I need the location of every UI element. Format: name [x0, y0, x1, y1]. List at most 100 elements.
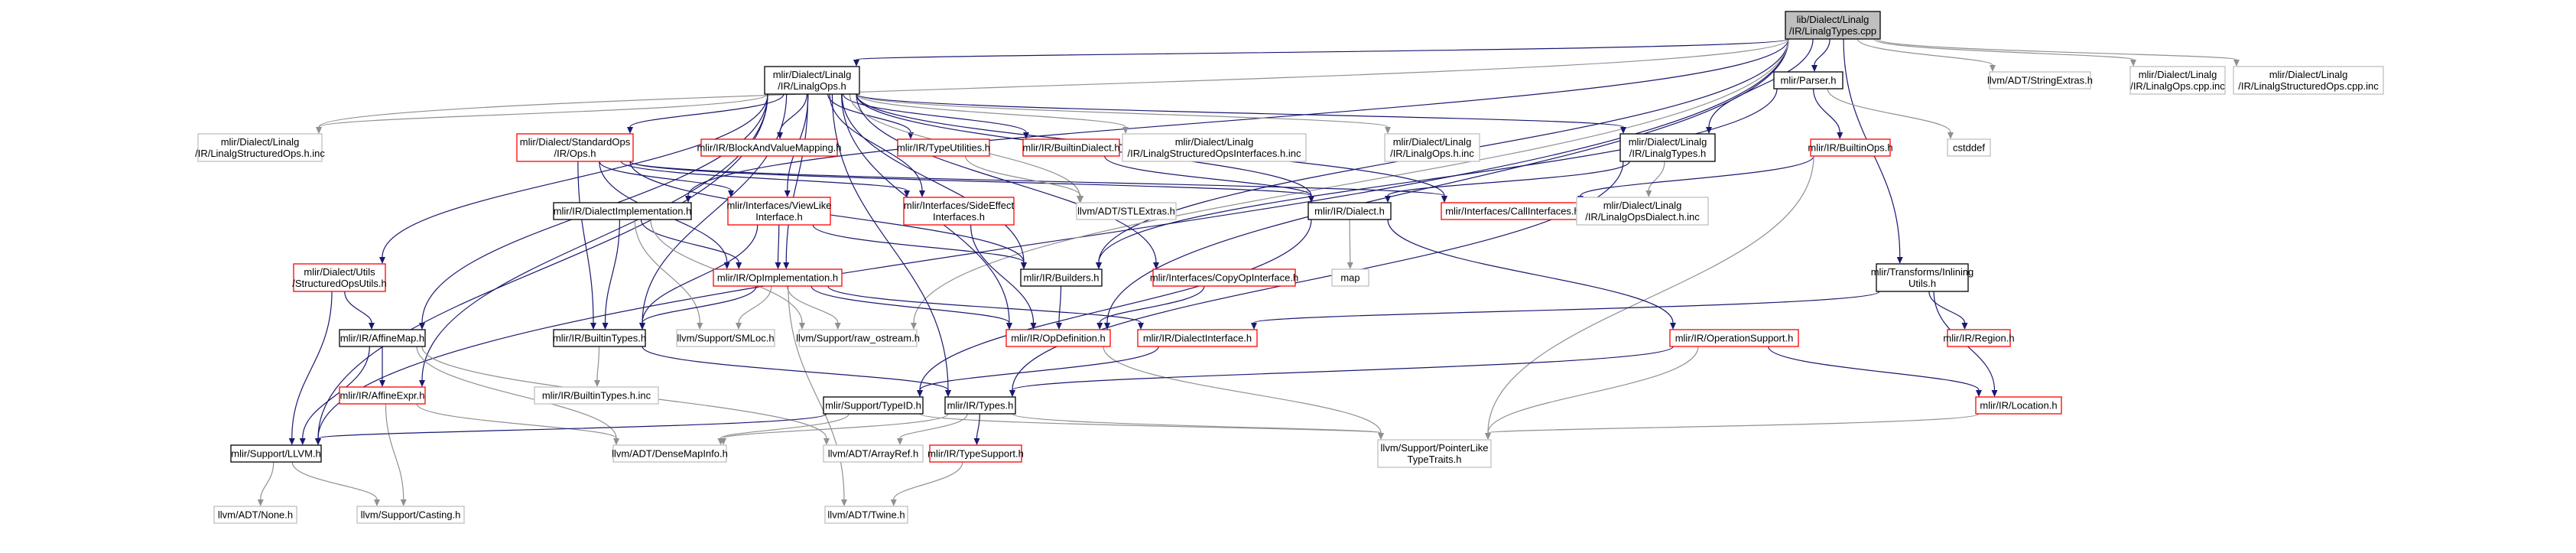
- node-label: cstddef: [1953, 142, 1985, 154]
- edge-arrowhead: [775, 262, 781, 269]
- edge-line: [856, 38, 1789, 60]
- node-typesupport[interactable]: mlir/IR/TypeSupport.h: [927, 444, 1024, 463]
- edge-arrowhead: [1976, 390, 1982, 397]
- edge-arrowhead: [2130, 60, 2136, 67]
- edge-arrowhead: [1251, 323, 1257, 330]
- node-label: llvm/Support/PointerLike: [1381, 442, 1489, 454]
- node-parser-h[interactable]: mlir/Parser.h: [1773, 71, 1843, 89]
- node-typeid[interactable]: mlir/Support/TypeID.h: [823, 396, 924, 415]
- node-structopsutils[interactable]: mlir/Dialect/Utils/StructuredOpsUtils.h: [292, 263, 387, 292]
- node-box: [213, 506, 297, 524]
- edge-builtintypes-to-types-h: [642, 346, 951, 397]
- node-label: mlir/Parser.h: [1781, 75, 1837, 86]
- node-label: mlir/IR/Types.h: [947, 400, 1014, 411]
- node-types-h[interactable]: mlir/IR/Types.h: [944, 396, 1016, 415]
- node-box: [823, 396, 924, 415]
- edge-arrowhead: [379, 257, 385, 264]
- edge-location-to-pointerlike: [1485, 413, 1980, 440]
- node-raw-ostream: llvm/Support/raw_ostream.h: [796, 329, 920, 347]
- node-builtinops[interactable]: mlir/IR/BuiltinOps.h: [1808, 138, 1893, 157]
- node-operationsupport[interactable]: mlir/IR/OperationSupport.h: [1669, 329, 1799, 347]
- node-label: /IR/Ops.h: [554, 148, 596, 159]
- node-label: /IR/LinalgStructuredOps.cpp.inc: [2238, 80, 2379, 92]
- node-blockandvalue[interactable]: mlir/IR/BlockAndValueMapping.h: [697, 138, 842, 157]
- edge-linalgops-h-to-structops-h-inc: [316, 93, 768, 134]
- node-callinterfaces[interactable]: mlir/Interfaces/CallInterfaces.h: [1441, 202, 1584, 220]
- edge-line: [620, 161, 908, 191]
- edge-root-to-opdefinition: [1104, 38, 1789, 330]
- edge-dialect-h-to-map: [1346, 219, 1353, 269]
- node-affinemap[interactable]: mlir/IR/AffineMap.h: [339, 329, 426, 347]
- node-box: [1785, 11, 1881, 40]
- edge-line: [919, 346, 1159, 391]
- edge-copyop-to-opdefinition: [1096, 285, 1205, 330]
- edge-types-h-to-pointerlike: [1012, 413, 1384, 440]
- node-box: [534, 386, 659, 405]
- edge-line: [856, 93, 1126, 128]
- node-label: map: [1340, 272, 1359, 284]
- node-smloc: llvm/Support/SMLoc.h: [676, 329, 775, 347]
- edge-line: [827, 93, 911, 133]
- node-box: [1576, 197, 1709, 226]
- edge-line: [723, 413, 949, 439]
- edge-linalgops-h-to-structopsutils: [379, 93, 768, 264]
- edge-builders-to-opdefinition: [1056, 285, 1062, 330]
- node-llvm-h[interactable]: mlir/Support/LLVM.h: [230, 444, 322, 463]
- edge-line: [856, 93, 1624, 128]
- edge-line: [1387, 219, 1674, 324]
- edge-line: [779, 93, 807, 133]
- node-affineexpr[interactable]: mlir/IR/AffineExpr.h: [339, 386, 426, 405]
- node-dialectimpl[interactable]: mlir/IR/DialectImplementation.h: [553, 202, 692, 220]
- node-label: llvm/ADT/STLExtras.h: [1077, 206, 1175, 217]
- edge-typeid-to-pointerlike: [919, 413, 1384, 440]
- node-linalgops-h[interactable]: mlir/Dialect/Linalg/IR/LinalgOps.h: [764, 66, 860, 95]
- edge-line: [829, 93, 923, 191]
- node-region[interactable]: mlir/IR/Region.h: [1943, 329, 2015, 347]
- node-box: [1876, 263, 1969, 292]
- node-linalgops-h-inc: mlir/Dialect/Linalg/IR/LinalgOps.h.inc: [1384, 133, 1480, 162]
- node-builtindialect[interactable]: mlir/IR/BuiltinDialect.h: [1022, 138, 1120, 157]
- node-standardops[interactable]: mlir/Dialect/StandardOps/IR/Ops.h: [516, 133, 634, 162]
- edge-linalgops-h-to-sideeffect: [829, 93, 925, 197]
- edge-root-to-structops-cpp-inc: [1876, 38, 2240, 67]
- edge-arrowhead: [919, 190, 925, 197]
- node-dialect-h[interactable]: mlir/IR/Dialect.h: [1307, 202, 1392, 220]
- node-box: [1005, 329, 1111, 347]
- edge-arrowhead: [602, 323, 609, 330]
- node-root[interactable]: lib/Dialect/Linalg/IR/LinalgTypes.cpp: [1785, 11, 1881, 40]
- edge-arrowhead: [1670, 323, 1676, 330]
- node-builders[interactable]: mlir/IR/Builders.h: [1020, 268, 1103, 287]
- node-box: [516, 133, 634, 162]
- node-opimpl[interactable]: mlir/IR/OpImplementation.h: [713, 268, 843, 287]
- edge-line: [1813, 88, 1840, 133]
- node-label: mlir/Support/TypeID.h: [825, 400, 921, 411]
- node-box: [824, 506, 908, 524]
- edge-line: [1487, 413, 1980, 434]
- node-typeutilities[interactable]: mlir/IR/TypeUtilities.h: [897, 138, 990, 157]
- edge-arrowhead: [1991, 390, 1998, 397]
- edge-linalgtypes-h-to-dialect-h: [1385, 161, 1630, 203]
- edge-types-h-to-densemapinfo: [720, 413, 949, 445]
- node-linalgtypes-h[interactable]: mlir/Dialect/Linalg/IR/LinalgTypes.h: [1619, 133, 1716, 162]
- node-dialectinterface[interactable]: mlir/IR/DialectInterface.h: [1137, 329, 1258, 347]
- node-location[interactable]: mlir/IR/Location.h: [1975, 396, 2062, 415]
- node-builtintypes[interactable]: mlir/IR/BuiltinTypes.h: [553, 329, 646, 347]
- node-label: /IR/LinalgTypes.h: [1629, 148, 1706, 159]
- node-label: mlir/Interfaces/ViewLike: [726, 200, 831, 211]
- node-box: [1947, 138, 1991, 157]
- node-label: mlir/Dialect/StandardOps: [520, 136, 631, 148]
- node-opdefinition[interactable]: mlir/IR/OpDefinition.h: [1005, 329, 1111, 347]
- edge-operationsupport-to-location: [1768, 346, 1982, 397]
- edge-line: [599, 161, 732, 191]
- node-label: /IR/LinalgOps.h: [778, 80, 846, 92]
- node-opsdialect-inc: mlir/Dialect/Linalg/IR/LinalgOpsDialect.…: [1576, 197, 1709, 226]
- node-label: mlir/IR/BuiltinOps.h: [1808, 142, 1892, 154]
- node-label: mlir/IR/DialectImplementation.h: [554, 206, 692, 217]
- edge-arrowhead: [911, 323, 917, 330]
- node-copyop[interactable]: mlir/Interfaces/CopyOpInterface.h: [1150, 268, 1298, 287]
- edge-dialectinterface-to-typeid: [917, 346, 1159, 397]
